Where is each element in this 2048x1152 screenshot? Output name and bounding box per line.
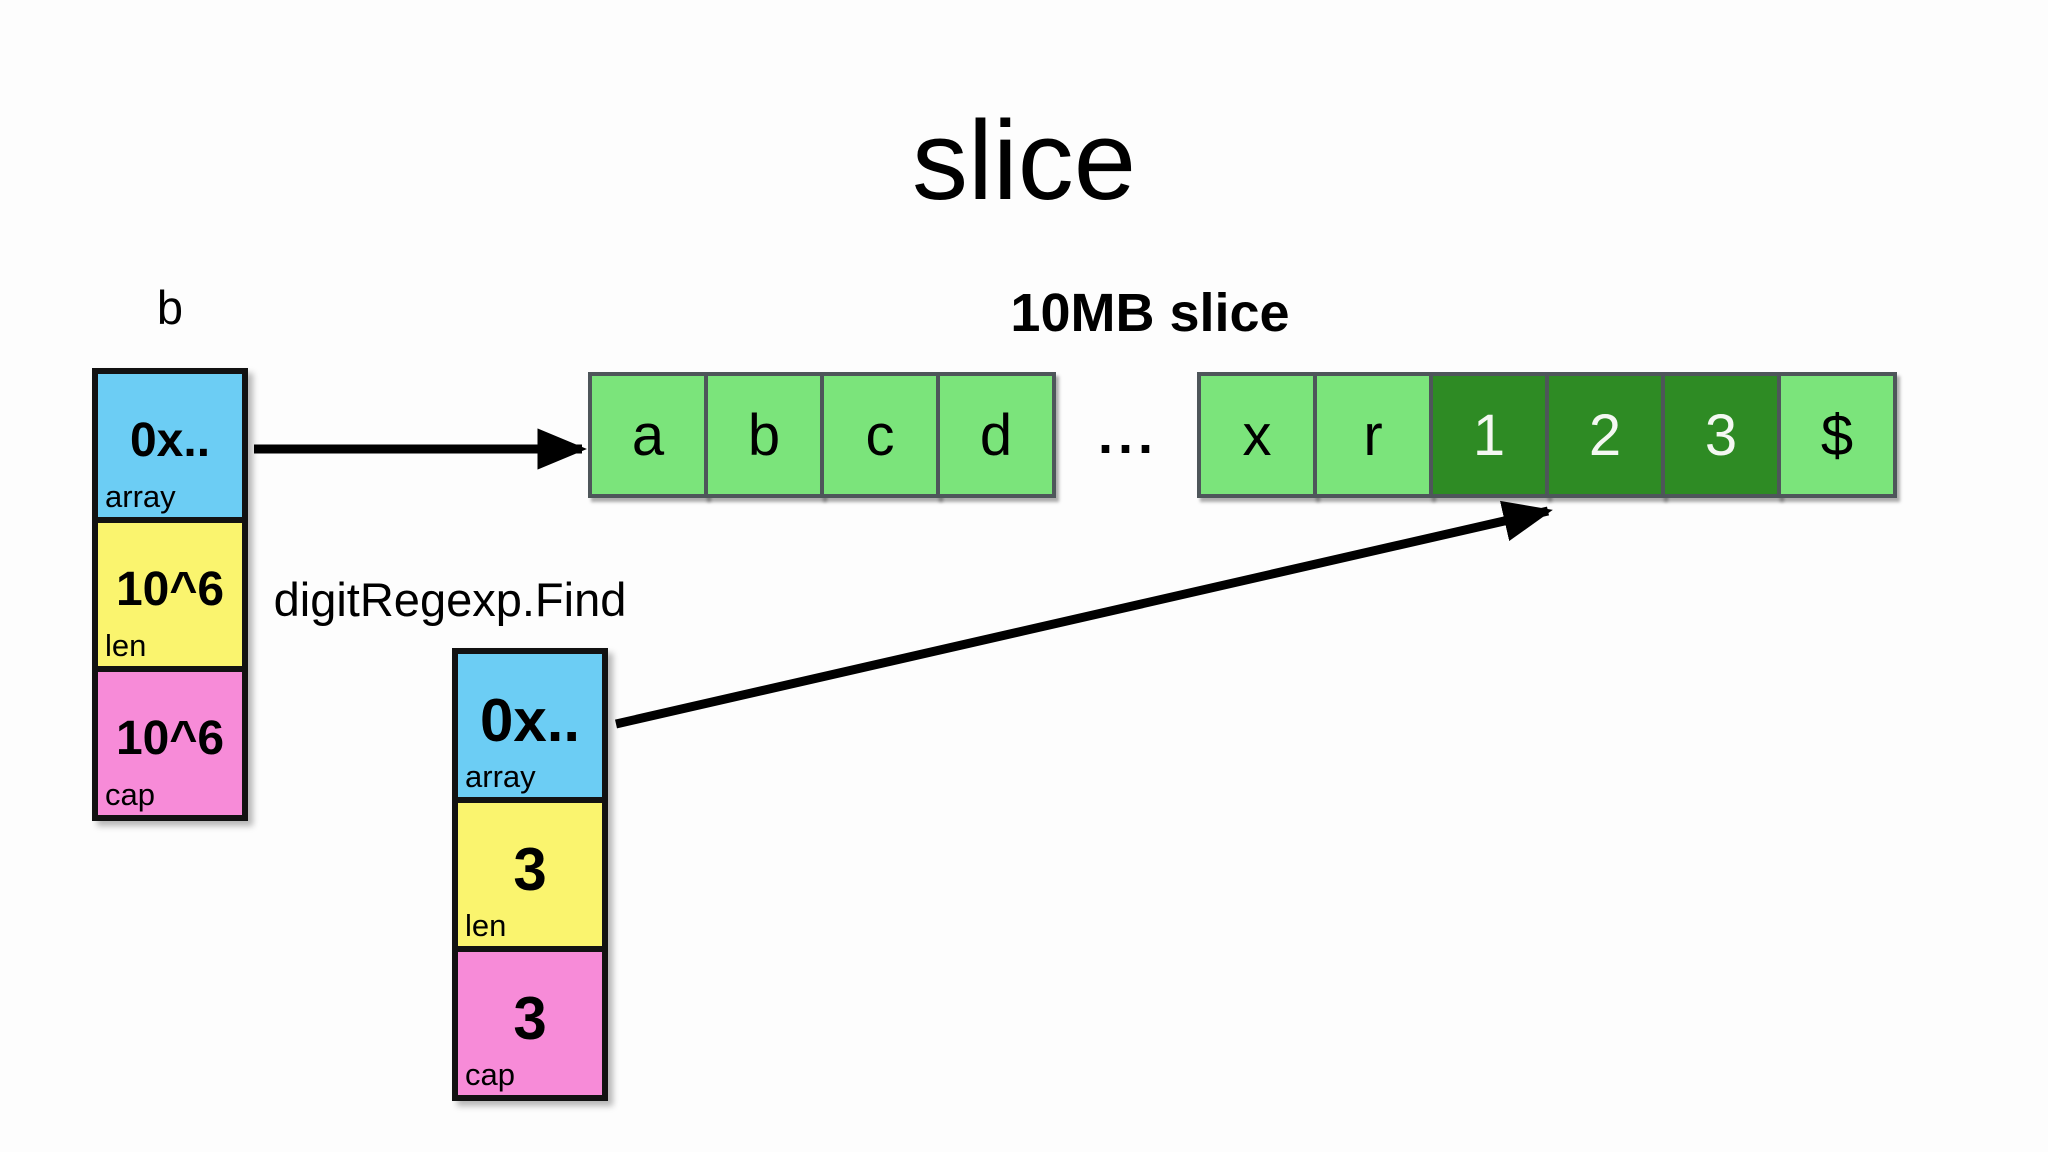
memory-cell: d: [936, 372, 1056, 498]
memory-cell: $: [1777, 372, 1897, 498]
struct-find-title: digitRegexp.Find: [273, 573, 627, 626]
struct-b-field-cap: 10^6 cap: [92, 666, 248, 821]
field-label: cap: [105, 777, 155, 812]
memory-cell: a: [588, 372, 708, 498]
struct-find: 0x.. array 3 len 3 cap: [452, 648, 608, 1101]
field-value: 3: [513, 985, 547, 1052]
memory-array-label: 10MB slice: [1010, 283, 1290, 343]
memory-cell: x: [1197, 372, 1317, 498]
memory-cell: r: [1313, 372, 1433, 498]
struct-b: 0x.. array 10^6 len 10^6 cap: [92, 368, 248, 821]
page-title: slice: [911, 98, 1137, 223]
field-label: len: [465, 908, 507, 943]
field-label: cap: [465, 1057, 515, 1092]
memory-ellipsis: ...: [1097, 405, 1158, 465]
field-value: 3: [513, 836, 547, 903]
field-value: 0x..: [129, 414, 211, 467]
memory-cell: 1: [1429, 372, 1549, 498]
struct-b-field-len: 10^6 len: [92, 517, 248, 672]
struct-find-field-cap: 3 cap: [452, 946, 608, 1101]
struct-find-field-array: 0x.. array: [452, 648, 608, 803]
memory-array-left: a b c d: [588, 372, 1056, 498]
field-value: 10^6: [115, 712, 225, 765]
field-value: 0x..: [479, 687, 581, 754]
struct-find-field-len: 3 len: [452, 797, 608, 952]
field-label: array: [105, 479, 176, 514]
field-label: len: [105, 628, 147, 663]
memory-array-right: x r 1 2 3 $: [1197, 372, 1897, 498]
memory-cell: c: [820, 372, 940, 498]
field-value: 10^6: [115, 563, 225, 616]
struct-b-title: b: [156, 281, 184, 334]
memory-cell: 3: [1661, 372, 1781, 498]
memory-cell: b: [704, 372, 824, 498]
find-array-pointer-arrow: [614, 500, 1553, 729]
struct-b-field-array: 0x.. array: [92, 368, 248, 523]
memory-cell: 2: [1545, 372, 1665, 498]
field-label: array: [465, 759, 536, 794]
